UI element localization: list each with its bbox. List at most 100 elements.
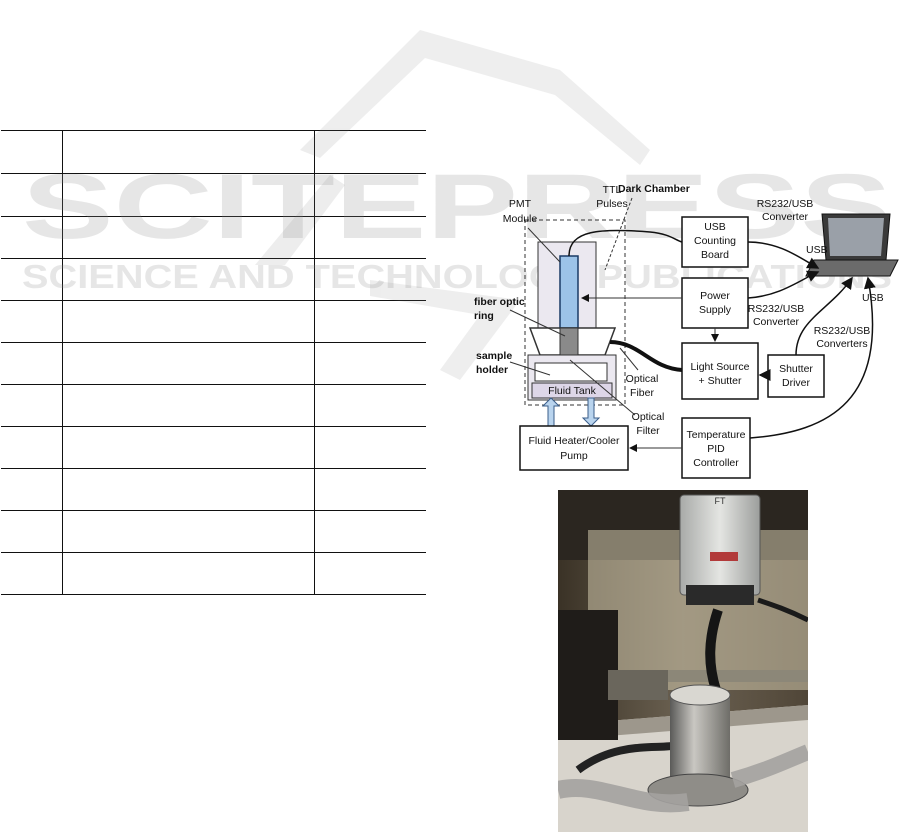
apparatus-photo: FT [558,490,808,832]
table-row [1,384,426,427]
pmt-label-2: Module [503,213,538,225]
temp-to-laptop [749,276,876,439]
table-row [1,510,426,553]
optical-filter-label-1: Optical [632,411,665,423]
table-row [1,468,426,511]
ttl-cable [568,229,683,257]
table-cell [314,510,426,553]
rs232-mid-label-2: Converter [753,316,800,328]
table-row [1,552,426,595]
power-label-2: Supply [699,304,732,316]
optical-fiber-cable [609,340,683,372]
light-label-1: Light Source [691,361,750,373]
light-source-box [681,342,759,400]
optical-fiber-label-2: Fiber [630,387,654,399]
fiber-ring-label-2: ring [474,310,494,322]
fiber-ring-pointer [509,309,566,337]
usb-board-to-laptop [747,241,820,269]
table-cell [62,130,315,174]
fiber-ring-label-1: fiber optic [474,296,525,308]
ttl-label-2: Pulses [596,198,628,210]
heater-label-2: Pump [560,450,588,462]
fluid-tank [531,382,613,399]
table-row [1,426,426,469]
optical-fiber-pointer [619,347,639,371]
pmt-pointer [527,227,561,263]
pmt-window [559,327,579,359]
rs232-bot-label-1: RS232/USB [814,325,871,337]
table-cell [62,300,315,343]
table-cell [1,173,63,217]
temp-label-1: Temperature [687,429,746,441]
table-row [1,342,426,385]
table-cell [62,426,315,469]
table-cell [314,258,426,301]
table-cell [314,342,426,385]
table-cell [62,384,315,427]
shutter-label-1: Shutter [779,363,813,375]
temp-label-2: PID [707,443,725,455]
photo-device-label: FT [715,496,726,506]
sample-label-2: holder [476,364,508,376]
table-row [1,216,426,259]
setup-block-diagram: Fluid Tank Fluid Heater/Cooler Pump USB … [474,183,899,479]
table-cell [62,258,315,301]
table-cell [314,130,426,174]
usb-bottom-label: USB [862,292,884,304]
table-cell [1,216,63,259]
sample-chamber [534,362,608,382]
table-cell [62,552,315,595]
usb-board-label-1: USB [704,221,726,233]
data-table [1,130,426,595]
table-cell [314,552,426,595]
laptop-icon [805,213,899,277]
table-cell [62,216,315,259]
table-cell [1,552,63,595]
table-cell [314,426,426,469]
heater-label-1: Fluid Heater/Cooler [528,435,620,447]
table-cell [314,216,426,259]
table-cell [314,173,426,217]
power-label-1: Power [700,290,730,302]
table-cell [1,468,63,511]
shutter-label-2: Driver [782,377,811,389]
rs232-top-label-2: Converter [762,211,809,223]
optical-filter-label-2: Filter [636,425,660,437]
pmt-module [559,255,579,329]
usb-board-label-3: Board [701,249,729,261]
table-cell [1,130,63,174]
table-row [1,130,426,174]
table-cell [1,384,63,427]
fluid-down-arrow [581,397,601,427]
table-cell [62,173,315,217]
table-cell [1,300,63,343]
fluid-heater-box [519,425,629,471]
optical-filter-pointer [569,359,636,416]
rs232-top-label-1: RS232/USB [757,198,814,210]
table-cell [314,468,426,511]
light-label-2: + Shutter [699,375,742,387]
pmt-label-1: PMT [509,198,532,210]
temp-label-3: Controller [693,457,739,469]
power-to-laptop [747,270,820,299]
rs232-bot-label-2: Converters [816,338,867,350]
table-row [1,173,426,217]
optical-fiber-label-1: Optical [626,373,659,385]
table-cell [314,384,426,427]
fluid-up-arrow [541,397,561,427]
sample-label-1: sample [476,350,512,362]
table-row [1,258,426,301]
table-cell [1,258,63,301]
usb-board-label-2: Counting [694,235,736,247]
table-cell [314,300,426,343]
table-cell [1,510,63,553]
table-cell [1,342,63,385]
rs232-mid-label-1: RS232/USB [748,303,805,315]
ttl-label-1: TTL [603,184,622,196]
dark-chamber-outline [524,219,626,406]
usb-top-label: USB [806,244,828,256]
fluid-tank-label: Fluid Tank [548,385,596,397]
shutter-to-laptop [795,276,853,356]
sample-pointer [509,361,551,376]
table-row [1,300,426,343]
